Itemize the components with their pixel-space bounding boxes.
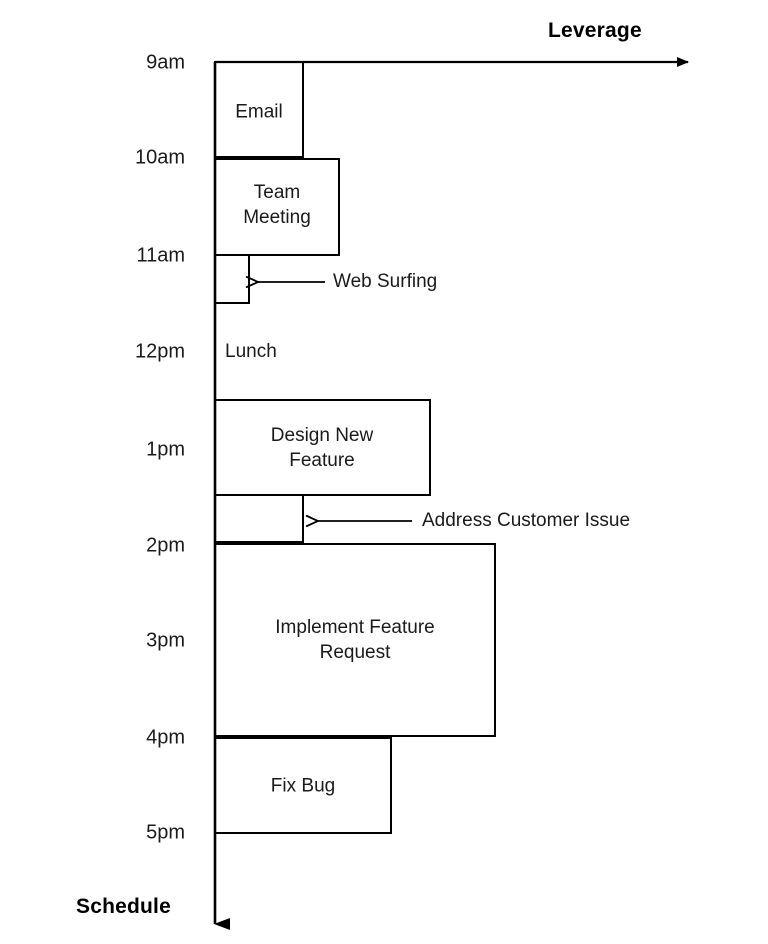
schedule-axis-title: Schedule — [76, 895, 171, 918]
callout-label-address-customer-issue: Address Customer Issue — [422, 510, 631, 531]
task-block-address-customer-issue — [214, 494, 304, 543]
task-label-design-new-feature: Design New Feature — [270, 425, 374, 471]
time-label-5pm: 5pm — [146, 821, 185, 844]
task-block-design-new-feature — [214, 399, 431, 496]
task-label-implement-feature-request: Implement Feature Request — [275, 617, 435, 663]
task-label-team-meeting: Team Meeting — [243, 182, 311, 228]
callout-label-web-surfing: Web Surfing — [333, 271, 438, 292]
time-label-9am: 9am — [146, 51, 185, 74]
task-block-email — [214, 61, 304, 158]
time-label-3pm: 3pm — [146, 629, 185, 652]
time-label-4pm: 4pm — [146, 726, 185, 749]
time-label-11am: 11am — [136, 244, 185, 267]
task-block-fix-bug — [214, 737, 392, 834]
task-label-fix-bug: Fix Bug — [270, 775, 336, 797]
task-block-implement-feature-request — [214, 543, 496, 737]
callout-arrows — [258, 282, 412, 521]
time-label-12pm: 12pm — [134, 340, 185, 363]
task-block-web-surfing — [214, 254, 250, 304]
leverage-axis-title: Leverage — [548, 19, 642, 42]
time-label-10am: 10am — [134, 146, 185, 169]
time-label-2pm: 2pm — [146, 534, 185, 557]
task-label-email: Email — [235, 101, 283, 123]
task-block-team-meeting — [214, 158, 340, 256]
time-label-1pm: 1pm — [146, 438, 185, 461]
task-label-lunch: Lunch — [225, 341, 277, 362]
